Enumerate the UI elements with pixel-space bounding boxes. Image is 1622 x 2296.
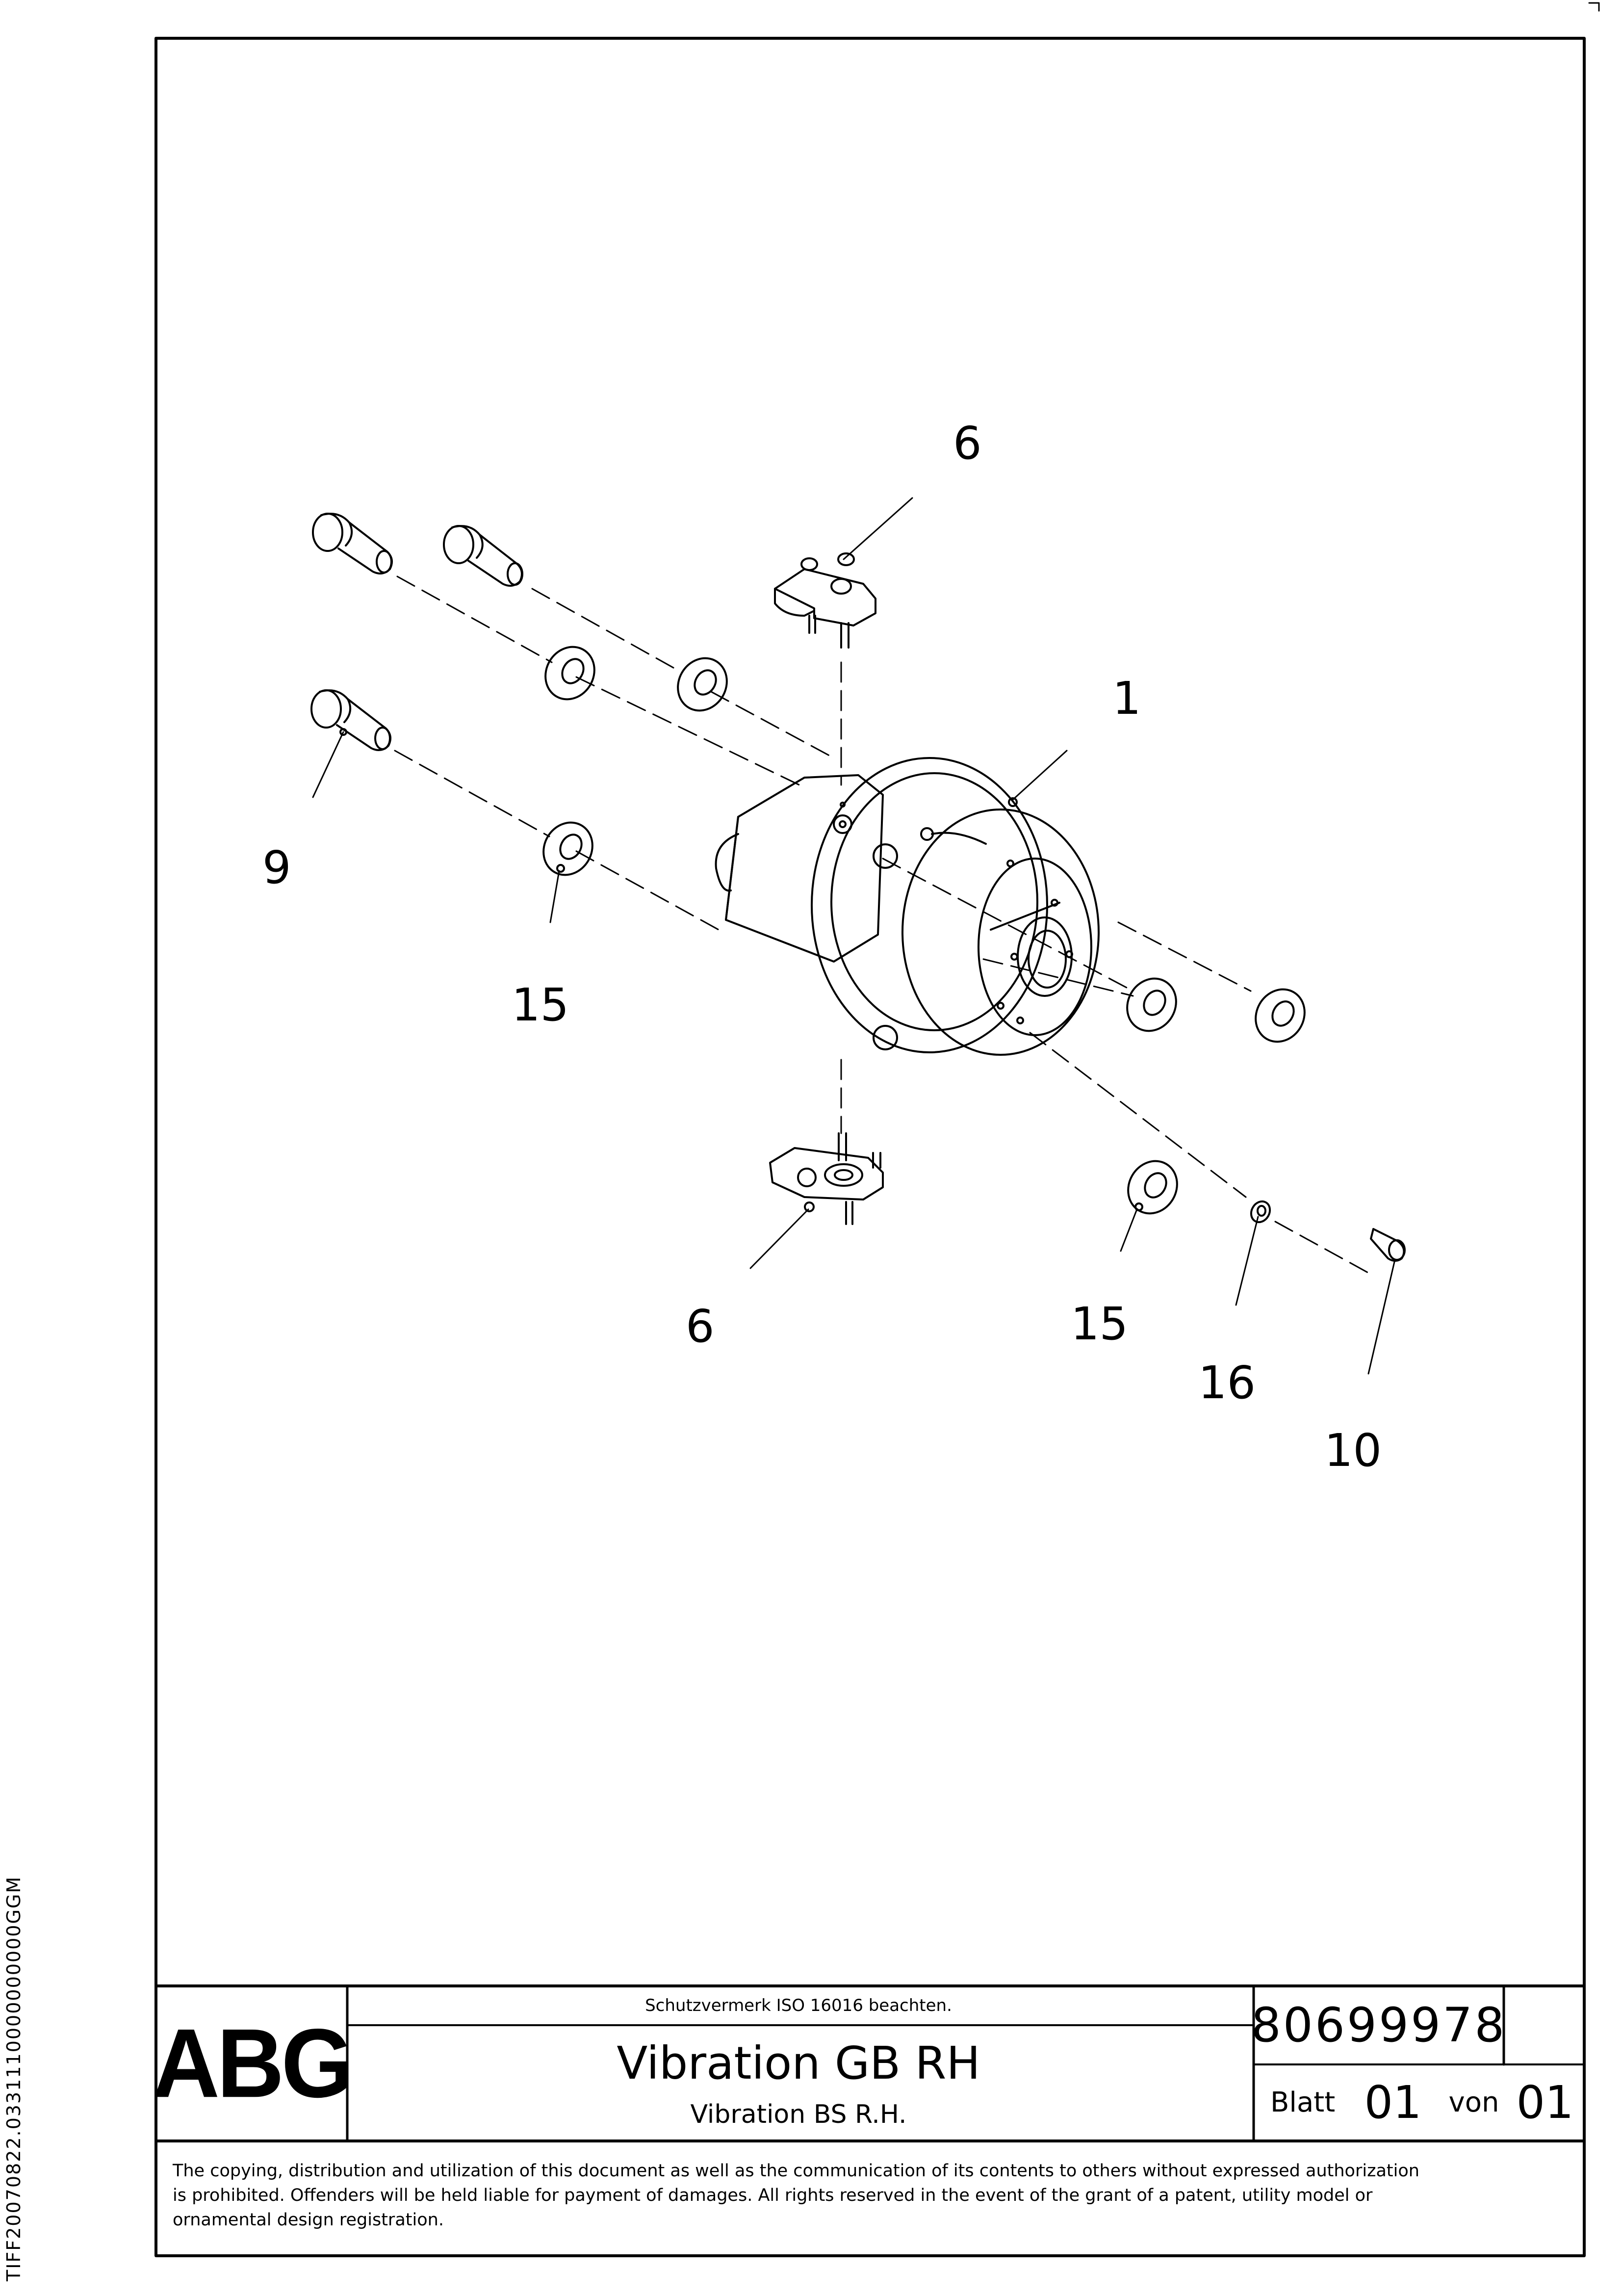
sheet-number: 01 (1364, 2076, 1422, 2129)
copyright-notice: The copying, distribution and utilizatio… (173, 2159, 1575, 2232)
callout-10: 10 (1324, 1424, 1382, 1477)
small-washer (1250, 1200, 1271, 1224)
callout-16: 16 (1198, 1357, 1256, 1409)
side-document-id: TIFF20070822.0331110000000000GGM (3, 1876, 25, 2281)
drawing-frame (154, 37, 1586, 2257)
bolt-top-left (312, 513, 393, 574)
bolt-left (310, 689, 391, 751)
bolt-top-center (443, 525, 523, 587)
leader-lines (312, 497, 1395, 1375)
small-screw (1370, 1228, 1406, 1262)
copyright-line-3: ornamental design registration. (173, 2210, 444, 2230)
sheet-total: 01 (1516, 2076, 1574, 2129)
washer-2 (677, 657, 728, 712)
drawing-title: Vibration GB RH (617, 2036, 980, 2089)
bottom-bracket (769, 1132, 884, 1225)
top-bracket (774, 552, 876, 649)
washer-5 (1255, 988, 1306, 1043)
of-label: von (1448, 2086, 1499, 2118)
callout-15-bottom: 15 (1071, 1298, 1128, 1350)
callout-6-bottom: 6 (686, 1300, 715, 1353)
drawing-subtitle: Vibration BS R.H. (690, 2100, 907, 2129)
washer-6 (1127, 1160, 1178, 1215)
washer-1 (544, 646, 595, 701)
callout-6-top: 6 (953, 417, 982, 470)
document-number: 80699978 (1251, 1998, 1507, 2053)
copyright-line-2: is prohibited. Offenders will be held li… (173, 2186, 1373, 2205)
callout-15-left: 15 (512, 979, 569, 1031)
copyright-line-1: The copying, distribution and utilizatio… (173, 2161, 1419, 2181)
vibration-hub (715, 757, 1100, 1056)
abg-logo: ABG (152, 2009, 354, 2118)
dashed-axes (394, 575, 1374, 1277)
washer-4 (1126, 977, 1177, 1032)
sheet-label: Blatt (1270, 2086, 1336, 2118)
callout-9: 9 (262, 841, 291, 894)
protection-notice: Schutzvermerk ISO 16016 beachten. (645, 1996, 952, 2015)
callout-1: 1 (1112, 672, 1141, 725)
washer-3 (542, 821, 593, 876)
